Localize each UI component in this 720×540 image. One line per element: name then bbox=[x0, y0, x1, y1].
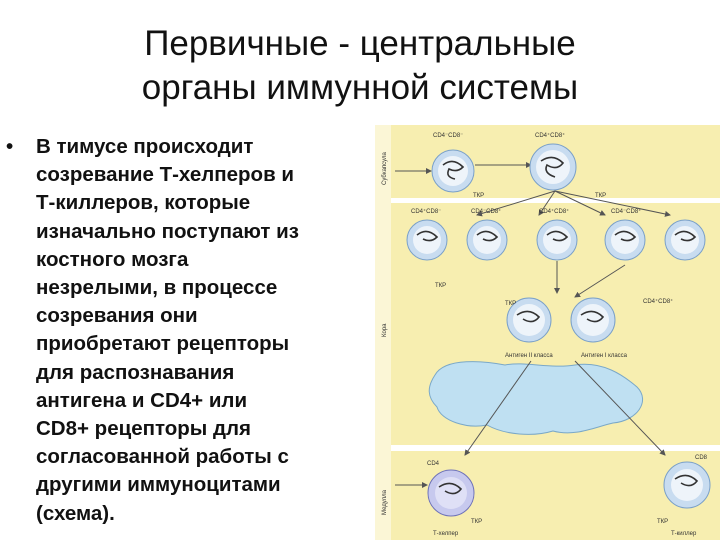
arrows bbox=[395, 162, 671, 488]
label-antigen-left: Антиген II класса bbox=[505, 353, 553, 359]
cell-t-killer bbox=[663, 461, 711, 509]
cell-top-left bbox=[431, 149, 475, 193]
label-bottom-tcr-right: ТКР bbox=[657, 519, 668, 525]
slide-title: Первичные - центральные органы иммунной … bbox=[40, 22, 680, 110]
label-tcr-row3-left: ТКР bbox=[435, 283, 446, 289]
cell-row2-2 bbox=[466, 219, 508, 261]
thymus-diagram: Субкапсула Кора Медулла bbox=[375, 125, 720, 540]
label-tcr-left: ТКР bbox=[473, 193, 484, 199]
label-antigen-right: Антиген I класса bbox=[581, 353, 628, 359]
label-row2-4: CD4⁻CD8⁺ bbox=[611, 208, 641, 215]
antigen-presenting-cell bbox=[428, 361, 643, 435]
label-tcr-row3-mid: ТКР bbox=[505, 301, 516, 307]
title-line-2: органы иммунной системы bbox=[141, 68, 579, 107]
cell-row3-right bbox=[570, 297, 616, 343]
side-label-subcapsule: Субкапсула bbox=[382, 151, 388, 185]
label-row2-3: CD4⁺CD8⁺ bbox=[539, 208, 569, 215]
side-label-medulla: Медулла bbox=[382, 489, 388, 515]
cell-row3-left bbox=[506, 297, 552, 343]
label-bottom-tcr-left: ТКР bbox=[471, 519, 482, 525]
bullet-text: В тимусе происходит созревание Т-хелперо… bbox=[36, 135, 299, 525]
label-t-killer: Т-киллер bbox=[671, 531, 697, 537]
label-cd-row3-right: CD4⁺CD8⁺ bbox=[643, 298, 673, 305]
thymus-diagram-svg: Субкапсула Кора Медулла bbox=[375, 125, 720, 540]
label-top-right: CD4⁺CD8⁺ bbox=[535, 132, 565, 139]
bullet-list: • В тимусе происходит созревание Т-хелпе… bbox=[6, 133, 366, 528]
cell-t-helper bbox=[427, 469, 475, 517]
label-bottom-cd-left: CD4 bbox=[427, 461, 440, 467]
label-row2-2: CD4⁻CD8⁺ bbox=[471, 208, 501, 215]
cell-top-right bbox=[529, 143, 577, 191]
label-t-helper: Т-хелпер bbox=[433, 531, 459, 537]
cell-row2-1 bbox=[406, 219, 448, 261]
label-bottom-cd-right: CD8 bbox=[695, 455, 708, 461]
label-top-left: CD4⁻CD8⁻ bbox=[433, 133, 463, 139]
cell-row2-5 bbox=[664, 219, 706, 261]
label-row2-1: CD4⁺CD8⁻ bbox=[411, 208, 441, 215]
cell-row2-3 bbox=[536, 219, 578, 261]
side-label-cortex: Кора bbox=[382, 323, 388, 337]
title-line-1: Первичные - центральные bbox=[144, 24, 576, 63]
bullet-marker: • bbox=[6, 135, 14, 158]
label-tcr-right: ТКР bbox=[595, 193, 606, 199]
side-strip bbox=[375, 125, 391, 540]
cell-row2-4 bbox=[604, 219, 646, 261]
